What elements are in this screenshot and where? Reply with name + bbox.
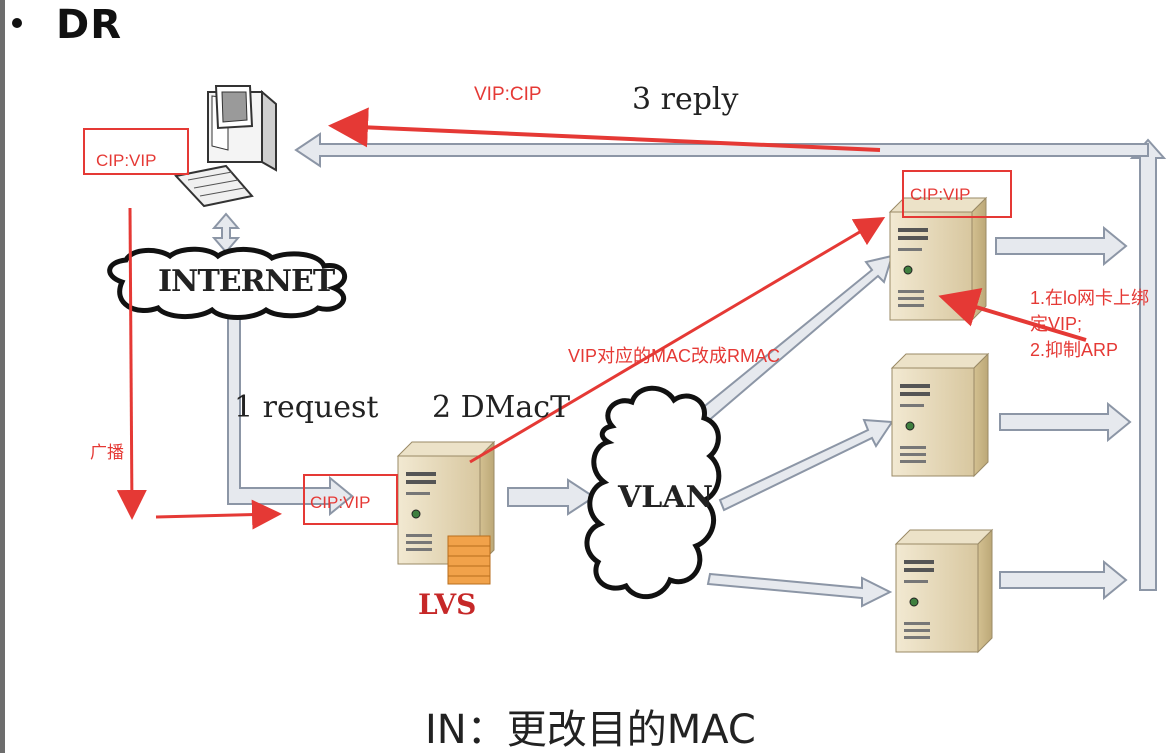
bullet-icon <box>12 18 22 28</box>
pipe-client-internet <box>211 212 241 254</box>
lvs-server-icon <box>397 441 495 585</box>
dmac-label: 2 DMacT <box>432 390 571 425</box>
request-label: 1 request <box>234 390 379 425</box>
reply-label: 3 reply <box>632 82 739 117</box>
pipe-vlan-to-server3 <box>706 572 893 608</box>
red-annotations <box>116 107 1087 530</box>
pipe-reply-top <box>294 132 1149 168</box>
pipe-reply-return <box>1129 138 1167 591</box>
pipe-server2-out <box>999 401 1132 443</box>
rs-note-line1: 1.在lo网卡上绑 <box>1030 288 1150 308</box>
client-computer-icon <box>174 85 277 208</box>
internet-cloud-icon <box>107 246 348 320</box>
rs-note-line2: 定VIP; <box>1030 314 1083 334</box>
mac-note-label: VIP对应的MAC改成RMAC <box>568 346 781 366</box>
rmac-red-arrow <box>469 216 886 464</box>
pipe-lvs-to-vlan <box>507 478 596 516</box>
real-server-2-icon <box>891 353 989 477</box>
rs-note-line3: 2.抑制ARP <box>1030 340 1119 360</box>
vlan-label: VLAN <box>618 480 714 515</box>
rs-cip-vip-label: CIP:VIP <box>910 185 971 204</box>
pipe-vlan-to-server2 <box>718 418 894 512</box>
real-server-3-icon <box>895 529 993 653</box>
flow-pipes <box>211 132 1167 608</box>
internet-label: INTERNET <box>158 264 335 299</box>
broadcast-right-arrow <box>155 499 282 530</box>
vlan-cloud-icon <box>584 385 722 600</box>
lvs-label: LVS <box>418 588 477 621</box>
pipe-vlan-to-server1 <box>688 254 894 430</box>
reply-red-arrow <box>328 107 881 152</box>
slide-heading: DR <box>12 2 122 48</box>
lvs-cip-vip-label: CIP:VIP <box>310 493 371 512</box>
heading-text: DR <box>56 2 123 48</box>
broadcast-down-arrow <box>116 207 147 520</box>
footer-caption: IN：更改目的MAC <box>425 707 756 753</box>
client-cip-vip-box <box>83 128 189 175</box>
lvs-cip-vip-box <box>303 474 398 525</box>
pipe-server3-out <box>999 559 1128 601</box>
rs-cip-vip-box <box>902 170 1012 218</box>
slide-left-border <box>0 0 5 753</box>
broadcast-label: 广播 <box>90 443 124 462</box>
vip-cip-label: VIP:CIP <box>474 84 542 105</box>
pipe-server1-out <box>995 225 1128 267</box>
lvs-stack-icon <box>447 535 491 585</box>
lo-vip-red-arrow <box>938 288 1087 342</box>
client-cip-vip-label: CIP:VIP <box>96 151 157 170</box>
